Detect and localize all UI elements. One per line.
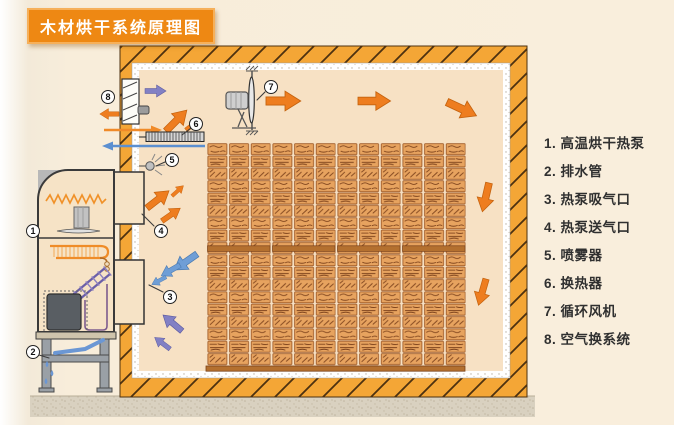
air-exchange-louver [121, 78, 150, 125]
marker-5: 5 [165, 153, 179, 167]
legend-item-7: 7. 循环风机 [544, 304, 617, 319]
marker-1: 1 [26, 224, 40, 238]
compressor [46, 293, 82, 331]
exhaust-out-arrow [99, 108, 120, 120]
ground [30, 395, 535, 417]
marker-2: 2 [26, 345, 40, 359]
legend-item-2: 2. 排水管 [544, 164, 603, 179]
heat-pump-unit [35, 169, 117, 393]
water-droplets [44, 361, 54, 385]
heat-pump-ducts [112, 171, 145, 325]
return-duct [112, 259, 145, 325]
pump-fan-blade [56, 228, 101, 234]
marker-6: 6 [189, 117, 203, 131]
marker-pointers [38, 91, 266, 359]
marker-3: 3 [163, 290, 177, 304]
legend-item-1: 1. 高温烘干热泵 [544, 136, 645, 151]
marker-4: 4 [154, 224, 168, 238]
fan-disc [248, 76, 255, 124]
sprayer [139, 153, 166, 176]
fan-motor [225, 91, 249, 110]
drain-pipe [44, 338, 105, 385]
legend-item-8: 8. 空气换系统 [544, 332, 631, 347]
wood-stacks [205, 143, 466, 372]
heat-exchanger [139, 131, 205, 142]
supply-duct [112, 171, 145, 225]
legend: 1. 高温烘干热泵 2. 排水管 3. 热泵吸气口 4. 热泵送气口 5. 喷雾… [544, 132, 672, 347]
stack-base-plank [205, 365, 466, 372]
pump-stand [38, 338, 113, 393]
legend-item-4: 4. 热泵送气口 [544, 220, 631, 235]
pump-fan-motor [73, 206, 90, 229]
heater-coil [45, 193, 107, 205]
marker-7: 7 [264, 80, 278, 94]
legend-item-3: 3. 热泵吸气口 [544, 192, 631, 207]
stack-separator-planks [207, 245, 466, 252]
circulation-fan [225, 65, 259, 136]
page-title: 木材烘干系统原理图 [27, 8, 216, 44]
legend-item-6: 6. 换热器 [544, 276, 603, 291]
louver-actuator [137, 105, 150, 115]
legend-item-5: 5. 喷雾器 [544, 248, 603, 263]
marker-8: 8 [101, 90, 115, 104]
